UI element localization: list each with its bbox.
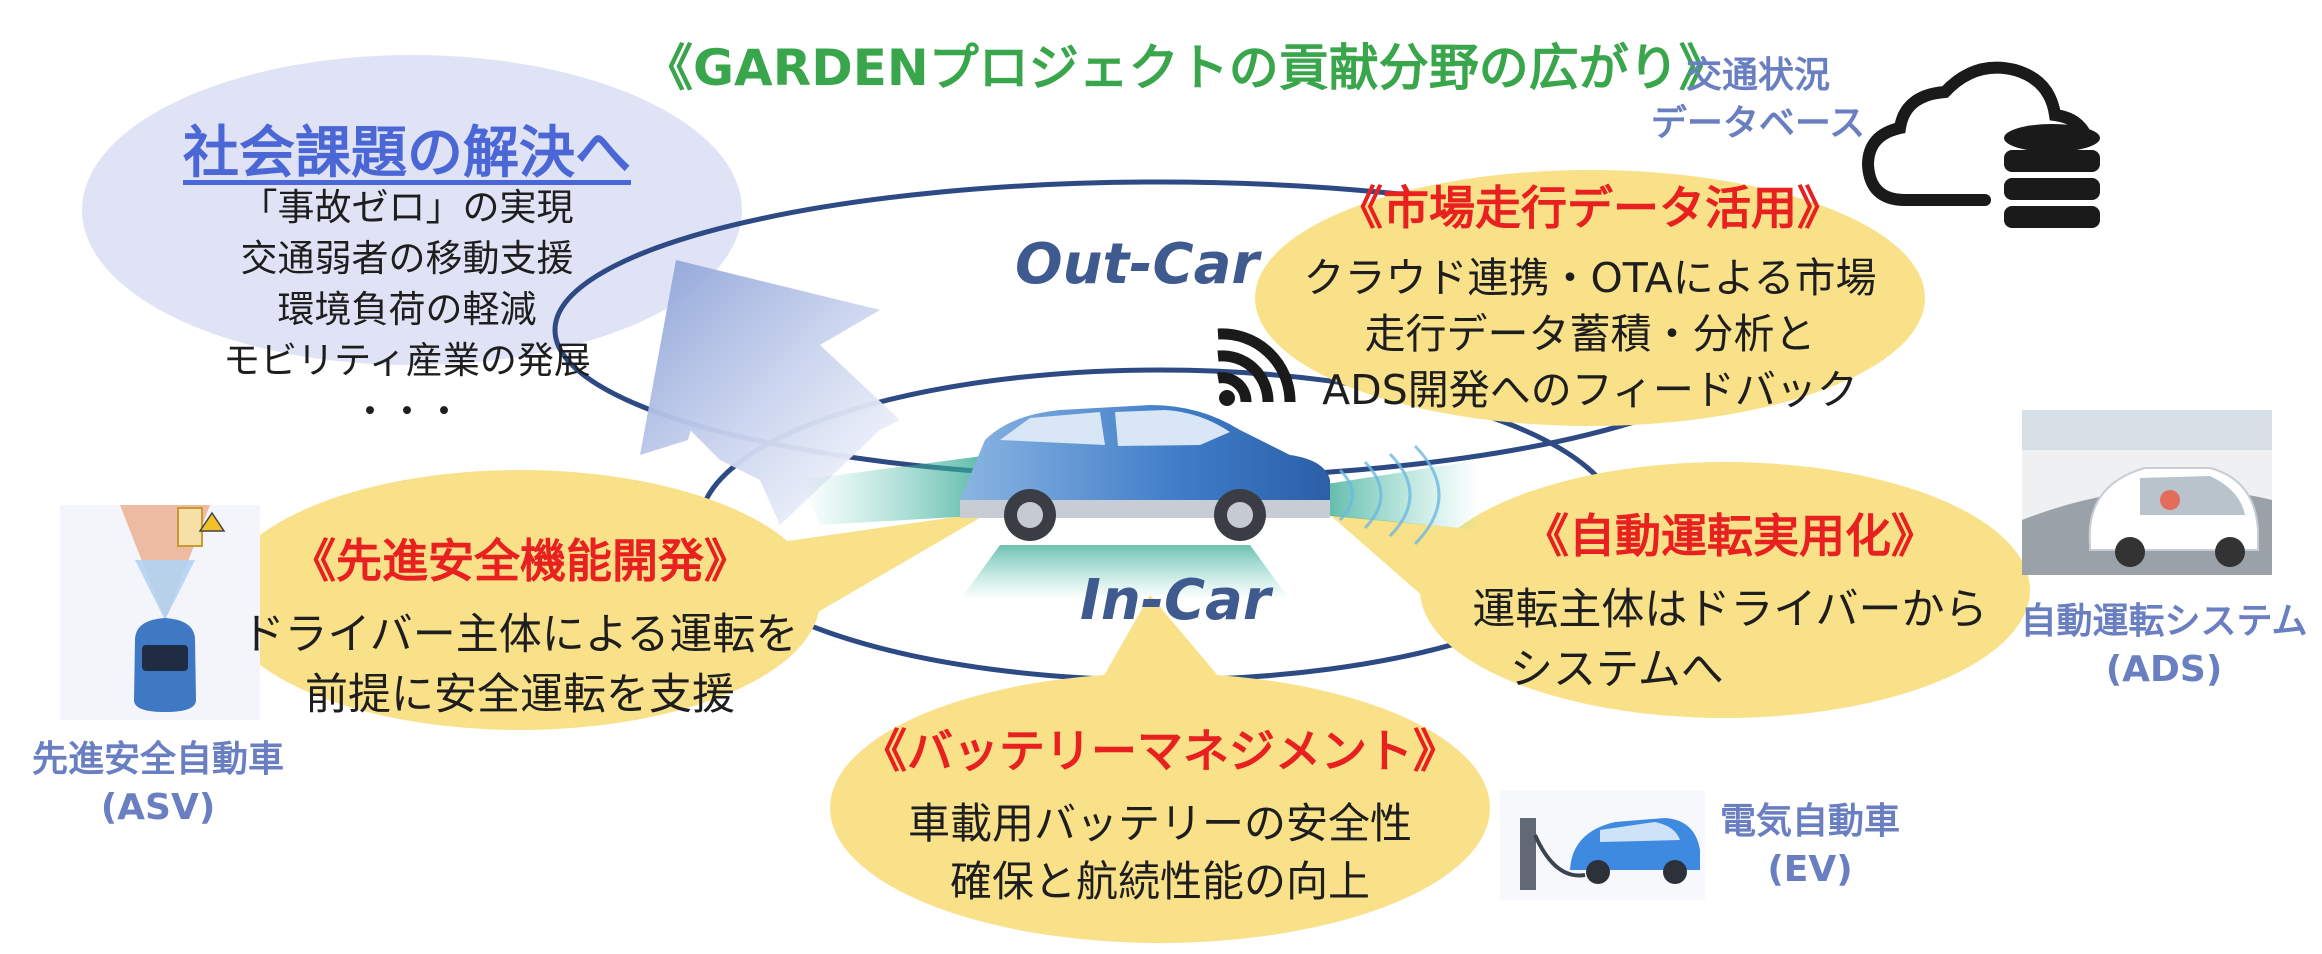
cloud-label: 交通状況 データベース xyxy=(1648,52,1868,148)
adas-bubble-title: 《先進安全機能開発》 xyxy=(290,534,750,588)
ads-bubble xyxy=(1420,462,2030,718)
asv-sensor-car-illustration xyxy=(60,505,260,720)
ads-label-line: (ADS) xyxy=(2105,649,2223,690)
rear-beam xyxy=(1320,460,1480,530)
social-item: ・・・ xyxy=(351,390,463,433)
ads-label-line: 自動運転システム xyxy=(2020,601,2308,642)
market-bubble-line: ADS開発へのフィードバック xyxy=(1322,366,1858,414)
in-car-label: In-Car xyxy=(1080,568,1271,633)
adas-bubble-content: 《先進安全機能開発》 ドライバー主体による運転を 前提に安全運転を支援 xyxy=(225,525,815,725)
adas-bubble-line: 前提に安全運転を支援 xyxy=(305,670,735,720)
ads-bubble-title: 《自動運転実用化》 xyxy=(1523,509,1937,563)
battery-bubble xyxy=(830,673,1490,943)
cloud-database-icon xyxy=(1861,61,2100,228)
ev-label-line: 電気自動車 xyxy=(1719,801,1900,842)
diagram-title: 《GARDENプロジェクトの貢献分野の広がり》 xyxy=(643,39,1729,97)
adas-bubble-tail xyxy=(760,512,990,640)
ev-label-line: (EV) xyxy=(1767,849,1853,890)
ads-bubble-tail xyxy=(1330,515,1480,620)
ads-bubble-line: システムへ xyxy=(1510,645,1724,695)
market-bubble-line: 走行データ蓄積・分析と xyxy=(1364,310,1816,358)
ev-label: 電気自動車 (EV) xyxy=(1700,798,1920,894)
contribution-arrow xyxy=(640,260,900,525)
battery-bubble-line: 確保と航続性能の向上 xyxy=(949,857,1370,906)
cloud-label-line: 交通状況 xyxy=(1685,55,1830,96)
social-title: 社会課題の解決へ xyxy=(183,121,631,186)
social-item: 交通弱者の移動支援 xyxy=(240,237,574,280)
social-item: モビリティ産業の発展 xyxy=(223,339,591,382)
market-bubble xyxy=(1255,170,1925,426)
asv-label: 先進安全自動車 (ASV) xyxy=(8,736,308,832)
adas-bubble xyxy=(220,470,820,730)
asv-label-line: 先進安全自動車 xyxy=(31,739,284,780)
social-item: 「事故ゼロ」の実現 xyxy=(240,186,574,229)
battery-bubble-content: 《バッテリーマネジメント》 車載用バッテリーの安全性 確保と航続性能の向上 xyxy=(835,715,1485,911)
rear-sensor-waves xyxy=(1338,444,1441,546)
battery-bubble-tail xyxy=(1090,595,1230,700)
market-bubble-title: 《市場走行データ活用》 xyxy=(1337,181,1843,235)
market-bubble-content: 《市場走行データ活用》 クラウド連携・OTAによる市場 走行データ蓄積・分析と … xyxy=(1260,172,1920,418)
connected-car-illustration xyxy=(960,405,1330,541)
social-list: 「事故ゼロ」の実現 交通弱者の移動支援 環境負荷の軽減 モビリティ産業の発展 ・… xyxy=(172,182,642,437)
battery-bubble-line: 車載用バッテリーの安全性 xyxy=(907,799,1412,848)
asv-label-line: (ASV) xyxy=(100,787,216,828)
social-item: 環境負荷の軽減 xyxy=(277,288,537,331)
ads-bubble-line: 運転主体はドライバーから xyxy=(1472,585,1988,635)
adas-bubble-line: ドライバー主体による運転を xyxy=(241,610,799,660)
battery-bubble-title: 《バッテリーマネジメント》 xyxy=(861,724,1459,778)
autonomous-car-illustration xyxy=(2022,410,2272,575)
ads-label: 自動運転システム (ADS) xyxy=(2008,598,2320,694)
ev-charging-illustration xyxy=(1500,790,1705,900)
ads-bubble-content: 《自動運転実用化》 運転主体はドライバーから システムへ xyxy=(1430,500,2030,700)
under-beam xyxy=(960,545,1290,600)
cloud-label-line: データベース xyxy=(1650,103,1866,144)
out-car-label: Out-Car xyxy=(1015,232,1259,297)
market-bubble-line: クラウド連携・OTAによる市場 xyxy=(1303,254,1877,302)
front-beam xyxy=(800,455,990,525)
wireless-signal-icon xyxy=(1217,328,1296,406)
